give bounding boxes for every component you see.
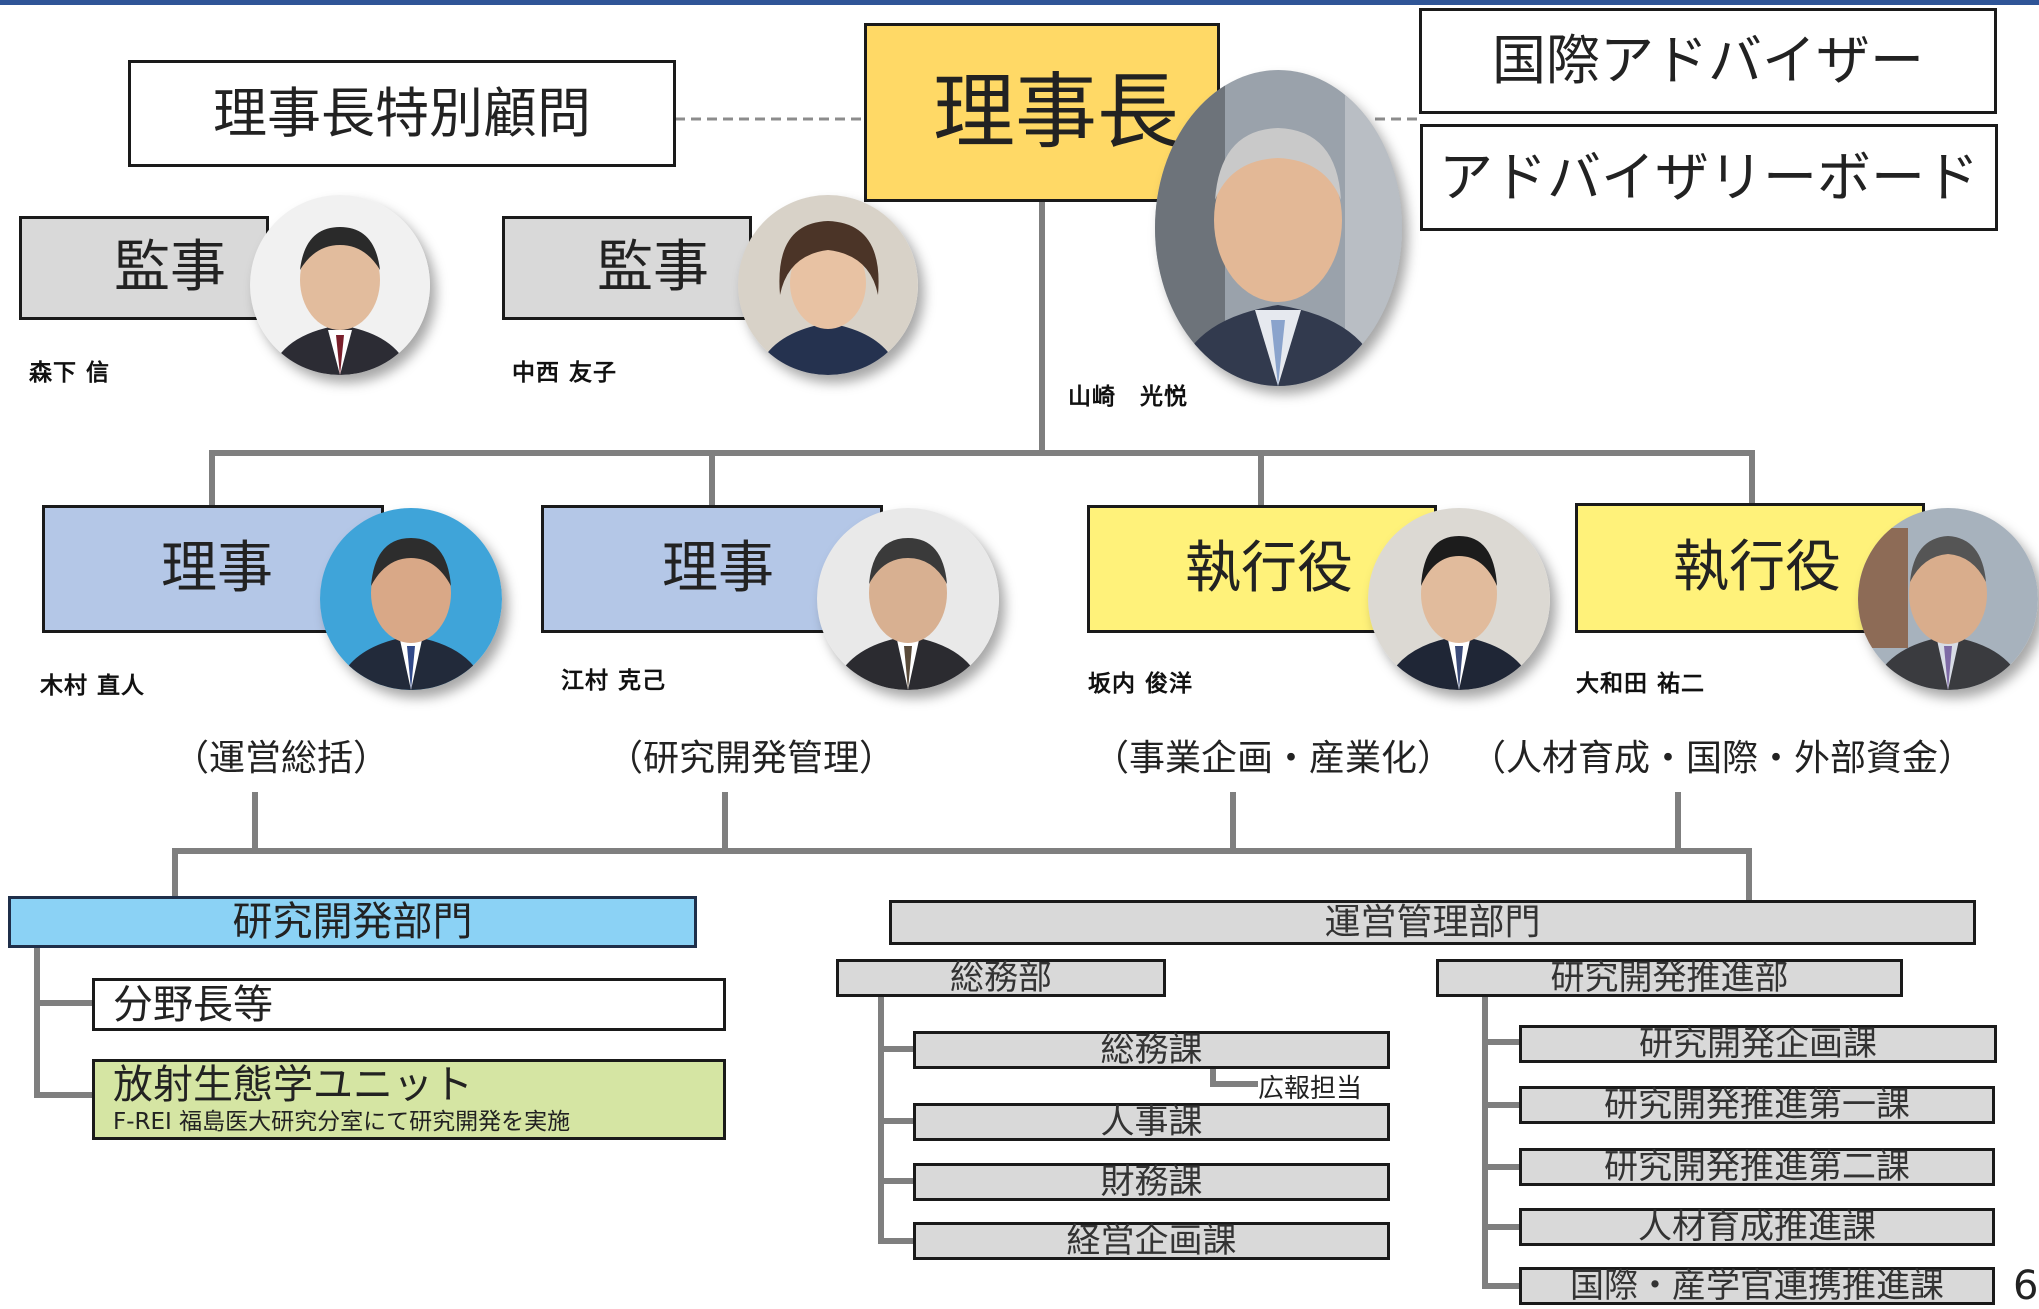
- hr-development-section-box: 人材育成推進課: [1519, 1208, 1995, 1246]
- auditor-photo-2: [738, 195, 918, 375]
- rd-promotion-2-section-box: 研究開発推進第二課: [1519, 1148, 1995, 1186]
- finance-section-box: 財務課: [913, 1163, 1390, 1201]
- executive-role-2: （人材育成・国際・外部資金）: [1470, 738, 1975, 779]
- general-affairs-section-box: 総務課: [913, 1031, 1390, 1069]
- management-planning-section-box: 経営企画課: [913, 1222, 1390, 1260]
- executive-role-1: （事業企画・産業化）: [1093, 738, 1454, 779]
- admin-division-box: 運営管理部門: [889, 900, 1976, 945]
- director-role-2: （研究開発管理）: [607, 738, 896, 779]
- page-number: 6: [2013, 1263, 2039, 1309]
- rd-planning-section-box: 研究開発企画課: [1519, 1025, 1997, 1063]
- advisory-board-box: アドバイザリーボード: [1420, 124, 1998, 231]
- intl-industry-collab-section-box: 国際・産学官連携推進課: [1519, 1267, 1995, 1305]
- executive-photo-1: [1368, 508, 1550, 690]
- rd-division-box: 研究開発部門: [8, 896, 697, 948]
- hr-section-box: 人事課: [913, 1103, 1390, 1141]
- rd-promotion-dept-box: 研究開発推進部: [1436, 959, 1903, 997]
- director-name-1: 木村 直人: [40, 673, 146, 699]
- international-advisor-box: 国際アドバイザー: [1419, 8, 1997, 114]
- radioecology-unit-note: F-REI 福島医大研究分室にて研究開発を実施: [113, 1109, 571, 1135]
- director-name-2: 江村 克己: [561, 668, 667, 694]
- auditor-box-1: 監事: [19, 216, 269, 320]
- auditor-photo-1: [250, 195, 430, 375]
- chairman-name: 山崎 光悦: [1068, 384, 1188, 410]
- pr-label: 広報担当: [1258, 1074, 1363, 1104]
- radioecology-unit-box: 放射生態学ユニット F-REI 福島医大研究分室にて研究開発を実施: [92, 1059, 726, 1140]
- special-advisor-box: 理事長特別顧問: [128, 60, 676, 167]
- director-role-1: （運営総括）: [173, 738, 390, 779]
- director-photo-1: [320, 508, 502, 690]
- auditor-name-2: 中西 友子: [512, 360, 618, 386]
- chairman-box: 理事長: [864, 23, 1220, 202]
- auditor-name-1: 森下 信: [29, 360, 111, 386]
- executive-name-2: 大和田 祐二: [1576, 671, 1706, 697]
- rd-promotion-1-section-box: 研究開発推進第一課: [1519, 1086, 1995, 1124]
- executive-photo-2: [1858, 508, 2038, 690]
- radioecology-unit-label: 放射生態学ユニット: [113, 1062, 473, 1108]
- field-leaders-box: 分野長等: [92, 978, 726, 1031]
- director-photo-2: [817, 508, 999, 690]
- chairman-photo: [1155, 70, 1402, 386]
- general-affairs-dept-box: 総務部: [836, 959, 1166, 997]
- top-accent-bar: [0, 0, 2039, 5]
- auditor-box-2: 監事: [502, 216, 752, 320]
- executive-name-1: 坂内 俊洋: [1088, 671, 1194, 697]
